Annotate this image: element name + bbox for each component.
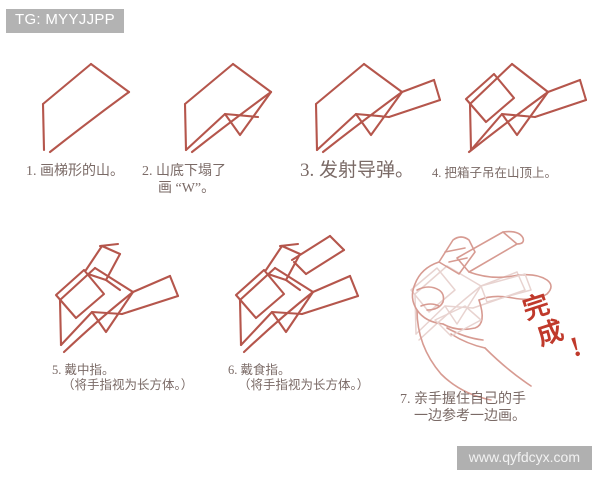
drawing-mountain-with-w [183,62,273,154]
drawing-middle-finger-block [54,242,180,354]
channel-banner: TG: MYYJJPP [6,9,124,33]
step-caption-5: 5. 戴中指。 （将手指视为长方体。） [52,363,193,393]
step-figure-6 [228,232,398,360]
step-caption-3: 3. 发射导弹。 [300,160,414,182]
drawing-launch-missile [314,62,442,154]
drawing-index-finger-block [234,234,360,354]
step-figure-3 [308,52,443,157]
step-figure-7 [395,228,570,401]
stamp-exclamation: ! [567,331,585,360]
step-caption-2: 2. 山底下塌了 画 “W”。 [142,164,226,197]
drawing-trapezoid-mountain [41,62,131,154]
completion-stamp: 完 成 ! [519,288,596,364]
step-caption-1: 1. 画梯形的山。 [26,164,124,181]
caption-line-2: 画 “W”。 [158,180,216,196]
step-caption-6: 6. 戴食指。 （将手指视为长方体。） [228,363,369,393]
step-figure-2 [170,52,300,157]
step-caption-7: 7. 亲手握住自己的手 一边参考一边画。 [400,392,526,425]
caption-line-2: 一边参考一边画。 [414,408,526,424]
caption-line-2: （将手指视为长方体。） [238,377,370,392]
caption-line-1: 4. 把箱子吊在山顶上。 [432,166,558,180]
drawing-box-on-peak [464,62,588,154]
caption-line-1: 5. 戴中指。 [52,363,115,377]
step-figure-4 [452,52,592,157]
drawing-finished-hand [410,230,552,401]
completion-stamp-glyphs: 完 成 ! [519,289,585,364]
caption-line-1: 3. 发射导弹。 [300,160,415,181]
caption-line-1: 2. 山底下塌了 [142,164,226,179]
step-figure-5 [48,240,213,360]
caption-line-1: 1. 画梯形的山。 [26,164,124,179]
caption-line-2: （将手指视为长方体。） [62,377,194,392]
step-figure-1 [28,52,158,157]
caption-line-1: 6. 戴食指。 [228,363,291,377]
caption-line-1: 7. 亲手握住自己的手 [400,392,526,407]
site-watermark: www.qyfdcyx.com [456,445,592,470]
step-caption-4: 4. 把箱子吊在山顶上。 [432,166,557,181]
